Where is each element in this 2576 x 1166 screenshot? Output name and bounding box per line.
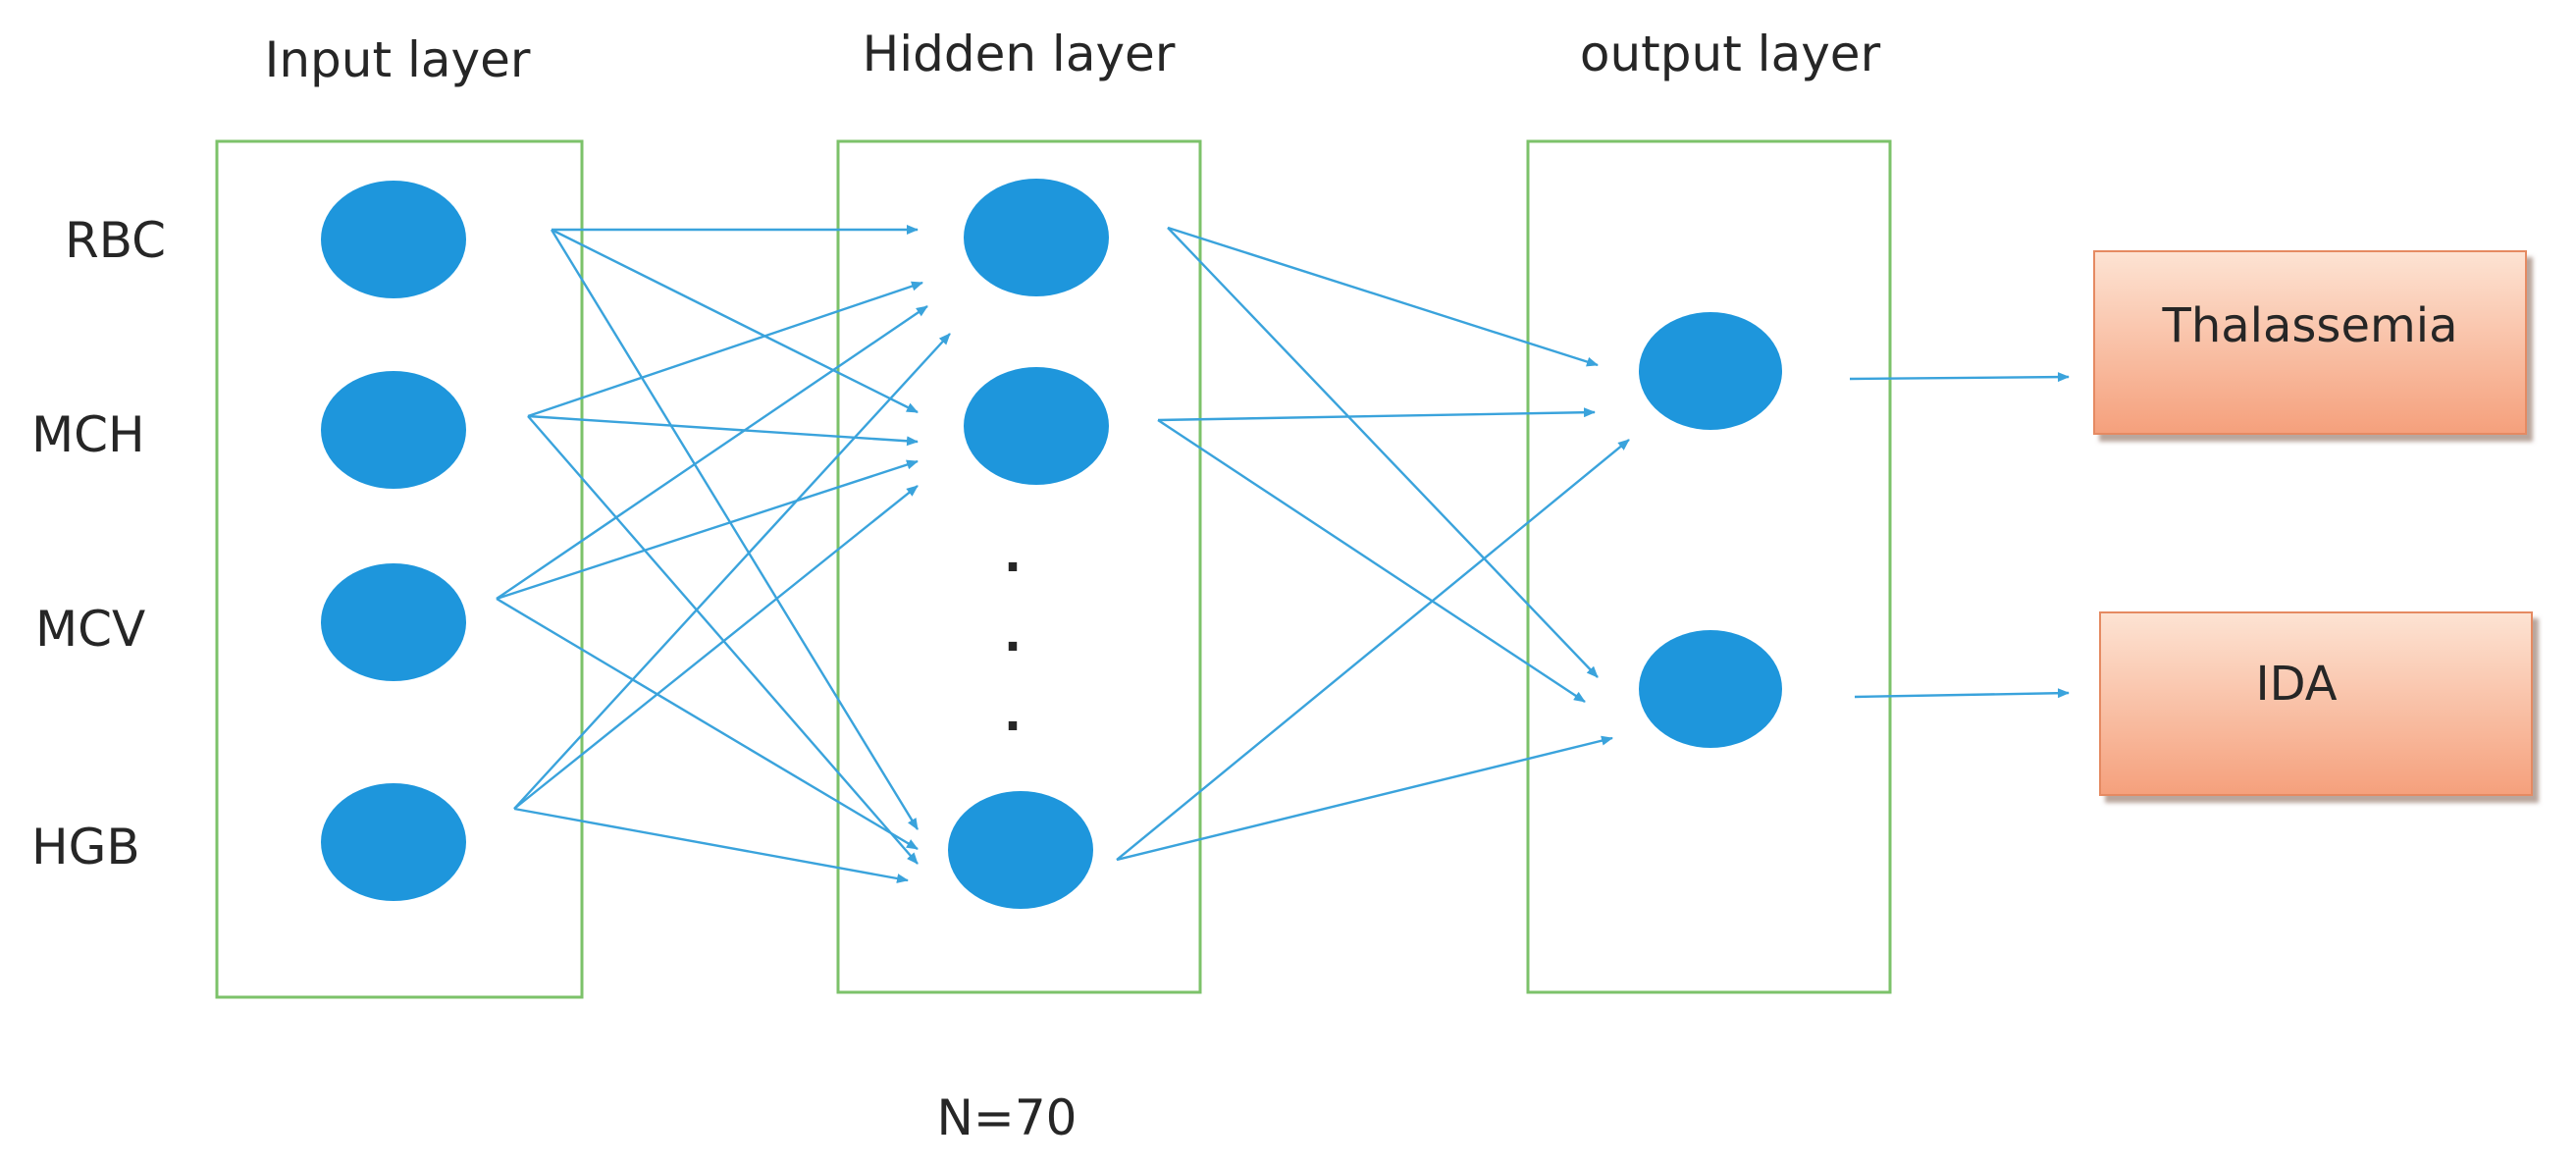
edge-mch-h1: [527, 281, 923, 418]
hidden-ellipsis-dot-2: .: [1004, 608, 1022, 662]
hidden-layer-box: [836, 139, 1202, 994]
output-label-ida: IDA: [2255, 657, 2337, 712]
edge-hgb-h2: [513, 485, 919, 810]
hidden-node-1: [964, 179, 1109, 296]
output-label-thalassemia: Thalassemia: [2162, 298, 2458, 353]
edge-rbc-hn: [550, 229, 920, 830]
connection-edges: [496, 225, 2070, 883]
input-node-mcv: [321, 563, 466, 681]
output-box-thalassemia: Thalassemia: [2093, 250, 2527, 435]
input-label-hgb: HGB: [31, 819, 140, 875]
edge-o1-thalassemia: [1849, 372, 2070, 383]
edge-o2-ida: [1854, 688, 2070, 699]
edge-hgb-hn: [513, 807, 909, 883]
edge-mch-h2: [527, 414, 919, 447]
edge-mcv-h2: [496, 459, 919, 601]
hidden-count-label: N=70: [937, 1089, 1078, 1146]
input-label-mcv: MCV: [35, 601, 145, 658]
input-label-rbc: RBC: [65, 212, 166, 269]
edge-h2-o2: [1157, 418, 1586, 704]
output-layer-box: [1526, 139, 1892, 994]
hidden-ellipsis-dot-3: .: [1004, 687, 1022, 742]
input-node-rbc: [321, 181, 466, 298]
input-label-mch: MCH: [31, 406, 145, 463]
input-node-hgb: [321, 783, 466, 901]
edge-hn-o2: [1116, 735, 1613, 862]
output-box-ida: IDA: [2099, 611, 2533, 796]
output-node-1: [1639, 312, 1782, 430]
hidden-node-n: [948, 791, 1093, 909]
edge-h1-o1: [1167, 226, 1599, 367]
hidden-layer-title: Hidden layer: [863, 26, 1176, 82]
edge-h2-o1: [1157, 407, 1596, 422]
hidden-ellipsis-dot-1: .: [1004, 528, 1022, 583]
edge-hn-o1: [1116, 439, 1630, 861]
input-layer-box: [215, 139, 584, 999]
edge-mcv-hn: [496, 597, 919, 851]
edge-mch-hn: [527, 415, 919, 865]
input-node-mch: [321, 371, 466, 489]
input-layer-title: Input layer: [265, 31, 531, 88]
output-layer-title: output layer: [1580, 26, 1881, 82]
edge-hgb-h1: [513, 333, 951, 810]
hidden-node-2: [964, 367, 1109, 485]
output-node-2: [1639, 630, 1782, 748]
edge-h1-o2: [1167, 227, 1599, 678]
edge-mcv-h1: [496, 305, 928, 600]
edge-rbc-h2: [551, 228, 919, 414]
